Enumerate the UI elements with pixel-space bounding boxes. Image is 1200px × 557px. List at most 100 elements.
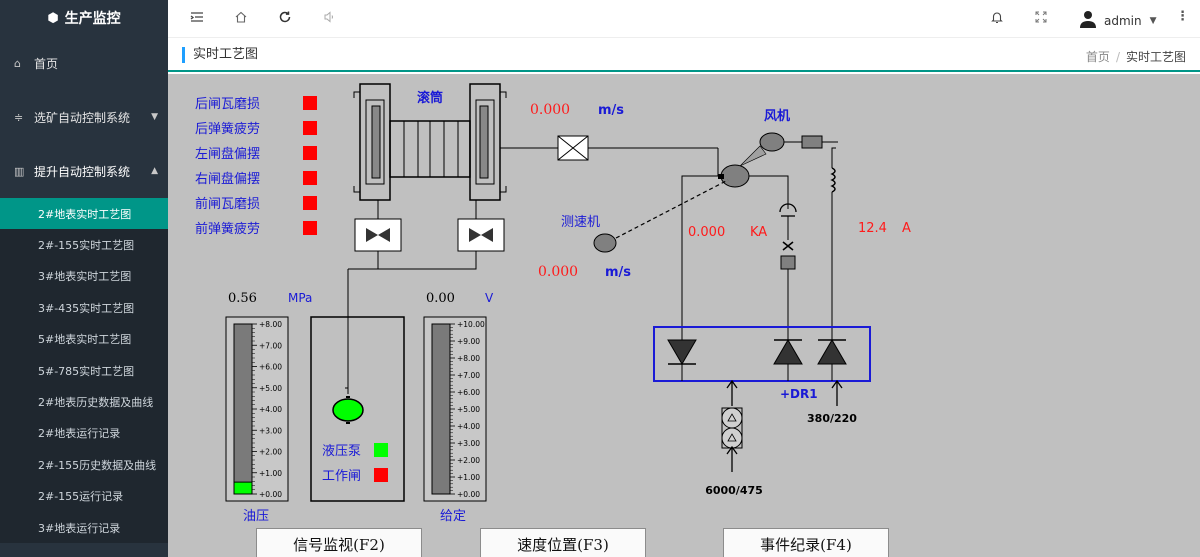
top-header: admin ▼ ⋮ xyxy=(168,0,1200,38)
more-vertical-icon[interactable]: ⋮ xyxy=(1176,9,1189,24)
event-log-button[interactable]: 事件纪录(F4) xyxy=(723,528,889,557)
speed-position-button[interactable]: 速度位置(F3) xyxy=(480,528,646,557)
thyristor-2 xyxy=(773,339,803,381)
signal-monitor-button[interactable]: 信号监视(F2) xyxy=(256,528,422,557)
valve-right[interactable] xyxy=(457,218,505,252)
process-diagram: 后闸瓦磨损后弹簧疲劳左闸盘偏摆右闸盘偏摆前闸瓦磨损前弹簧疲劳 滚筒 xyxy=(168,74,1200,557)
bell-icon[interactable] xyxy=(990,10,1004,24)
brand[interactable]: ⬢ 生产监控 xyxy=(0,0,168,36)
oil-unit: MPa xyxy=(288,291,312,305)
sidebar-subitem[interactable]: 2#-155历史数据及曲线 xyxy=(38,458,157,472)
gauge-tick-label: +9.00 xyxy=(457,337,480,346)
gauge-tick-label: +8.00 xyxy=(457,354,480,363)
gauge-tick-label: +2.00 xyxy=(259,448,282,457)
valve-left[interactable] xyxy=(354,218,402,252)
sidebar-subitem[interactable]: 2#地表历史数据及曲线 xyxy=(38,396,154,410)
alarm-label: 前闸瓦磨损 xyxy=(195,196,260,212)
sidebar-subitem[interactable]: 3#地表实时工艺图 xyxy=(38,270,132,284)
sidebar-submenu-hoist: 2#地表实时工艺图 2#-155实时工艺图 3#地表实时工艺图 3#-435实时… xyxy=(0,198,168,544)
breadcrumb-bar: 实时工艺图 首页/实时工艺图 xyxy=(168,38,1200,72)
speed2-unit: m/s xyxy=(605,265,631,280)
alarm-lamp xyxy=(303,121,317,135)
gauge-tick-label: +0.00 xyxy=(457,490,480,499)
sidebar-group-hoist[interactable]: ▥ 提升自动控制系统 ▲ xyxy=(0,144,168,198)
current-ka-value: 0.000 xyxy=(688,225,725,240)
oil-value: 0.56 xyxy=(228,291,257,306)
oil-level-bar xyxy=(233,481,253,495)
sidebar-item-label: 提升自动控制系统 xyxy=(34,164,131,179)
fullscreen-icon[interactable] xyxy=(1034,10,1048,24)
tachometer xyxy=(593,233,617,253)
breadcrumb-home-link[interactable]: 首页 xyxy=(1085,50,1110,64)
sidebar-subitem[interactable]: 2#-155运行记录 xyxy=(38,490,124,504)
gauge-tick-label: +5.00 xyxy=(259,384,282,393)
fan-label: 风机 xyxy=(764,108,790,124)
given-value: 0.00 xyxy=(426,291,455,306)
refresh-icon[interactable] xyxy=(278,10,292,24)
alarm-label: 前弹簧疲劳 xyxy=(195,221,260,237)
sidebar-group-beneficiation[interactable]: ≑ 选矿自动控制系统 ▼ xyxy=(0,90,168,144)
pump-label: 液压泵 xyxy=(322,444,361,459)
gauge-tick-label: +3.00 xyxy=(457,439,480,448)
voltage-380: 380/220 xyxy=(807,412,857,425)
sidebar-submenu-wrapper: 2#地表实时工艺图 2#-155实时工艺图 3#地表实时工艺图 3#-435实时… xyxy=(0,198,168,544)
alarm-label: 后弹簧疲劳 xyxy=(195,121,260,137)
brake-label: 工作闸 xyxy=(322,469,361,484)
gauge-tick-label: +6.00 xyxy=(457,388,480,397)
gauge-tick-label: +3.00 xyxy=(259,426,282,435)
sidebar-subitem[interactable]: 2#地表实时工艺图 xyxy=(0,198,168,230)
pump-panel xyxy=(310,316,405,502)
menu-toggle-icon[interactable] xyxy=(190,10,204,24)
current-a-unit: A xyxy=(902,221,911,236)
sidebar-subitem[interactable]: 2#-155实时工艺图 xyxy=(38,239,135,253)
sidebar-subitem[interactable]: 3#-435实时工艺图 xyxy=(38,301,135,315)
chevron-down-icon: ▼ xyxy=(1149,15,1157,26)
sidebar-subitem[interactable]: 5#-785实时工艺图 xyxy=(38,364,135,378)
breadcrumb: 首页/实时工艺图 xyxy=(1086,48,1186,65)
brake-status-lamp xyxy=(374,468,388,482)
user-name: admin xyxy=(1104,13,1142,28)
oil-gauge-ticks: +8.00+7.00+6.00+5.00+4.00+3.00+2.00+1.00… xyxy=(252,320,282,499)
tag-icon: ⌂ xyxy=(14,56,21,70)
speaker-icon[interactable] xyxy=(322,10,336,24)
alarm-lamp xyxy=(303,196,317,210)
sidebar-subitem[interactable]: 5#地表实时工艺图 xyxy=(38,333,132,347)
sidebar-subitem[interactable]: 3#地表运行记录 xyxy=(38,521,121,535)
gauge-tick-label: +7.00 xyxy=(259,341,282,350)
gauge-tick-label: +1.00 xyxy=(457,473,480,482)
user-menu[interactable]: admin ▼ xyxy=(1080,10,1157,31)
drum-assembly: 滚筒 xyxy=(353,83,507,201)
alarm-lamp xyxy=(303,96,317,110)
sidebar-item-home[interactable]: ⌂ 首页 xyxy=(0,36,168,90)
page-title: 实时工艺图 xyxy=(182,47,258,63)
pump-indicator xyxy=(332,398,364,422)
breadcrumb-separator: / xyxy=(1115,50,1120,64)
tacho-label: 测速机 xyxy=(561,215,600,230)
alarm-lamp xyxy=(303,146,317,160)
app-title: 生产监控 xyxy=(64,11,121,27)
drum-label: 滚筒 xyxy=(417,90,443,106)
cube-icon: ⬢ xyxy=(47,10,59,26)
gauge-tick-label: +7.00 xyxy=(457,371,480,380)
user-avatar-icon xyxy=(1080,10,1096,31)
gauge-tick-label: +6.00 xyxy=(259,363,282,372)
speed2-value: 0.000 xyxy=(538,264,578,280)
alarm-label: 左闸盘偏摆 xyxy=(195,146,260,162)
voltage-6000: 6000/475 xyxy=(705,484,763,497)
chevron-down-icon: ▼ xyxy=(151,112,158,122)
motor xyxy=(718,164,750,188)
alarm-lamp xyxy=(303,221,317,235)
sidebar-subitem[interactable]: 2#地表运行记录 xyxy=(38,427,121,441)
sliders-icon: ≑ xyxy=(14,110,24,124)
gauge-tick-label: +4.00 xyxy=(259,405,282,414)
given-gauge-ticks: +10.00+9.00+8.00+7.00+6.00+5.00+4.00+3.0… xyxy=(450,320,485,499)
given-unit: V xyxy=(485,291,494,305)
home-icon[interactable] xyxy=(234,10,248,24)
transformer xyxy=(721,407,743,449)
gauge-tick-label: +1.00 xyxy=(259,469,282,478)
oil-label: 油压 xyxy=(243,509,269,524)
chevron-up-icon: ▲ xyxy=(151,166,158,176)
alarm-label: 右闸盘偏摆 xyxy=(195,171,260,187)
